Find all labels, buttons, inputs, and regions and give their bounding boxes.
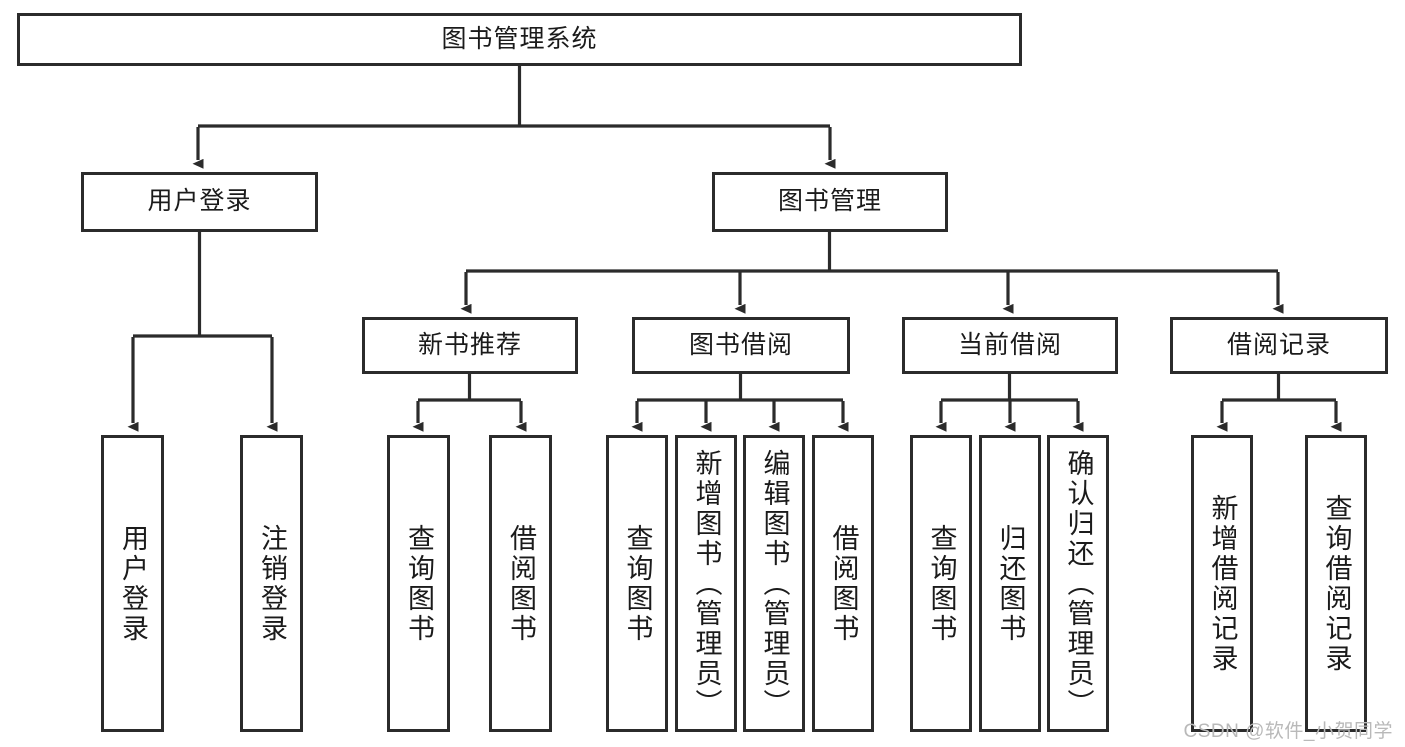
node-leaf-logout-label: 注销登录	[256, 523, 287, 644]
node-book-borrow[interactable]: 图书借阅	[632, 317, 850, 374]
node-leaf-return-book-label: 归还图书	[995, 523, 1026, 644]
watermark: CSDN @软件_小贺同学	[1183, 721, 1393, 742]
node-leaf-borrow-book-2[interactable]: 借阅图书	[812, 435, 874, 732]
node-leaf-query-book-2[interactable]: 查询图书	[606, 435, 668, 732]
node-leaf-borrow-book-2-label: 借阅图书	[828, 523, 859, 644]
node-leaf-query-book-1-label: 查询图书	[403, 523, 434, 644]
node-leaf-query-record-label: 查询借阅记录	[1321, 493, 1352, 674]
node-leaf-confirm-return[interactable]: 确认归还（管理员）	[1047, 435, 1109, 732]
node-user-login-label: 用户登录	[147, 187, 252, 216]
node-leaf-query-book-3-label: 查询图书	[926, 523, 957, 644]
node-leaf-query-book-1[interactable]: 查询图书	[387, 435, 450, 732]
node-leaf-user-login-label: 用户登录	[117, 523, 148, 644]
node-leaf-borrow-book-1[interactable]: 借阅图书	[489, 435, 552, 732]
node-new-book-recommend[interactable]: 新书推荐	[362, 317, 578, 374]
node-leaf-borrow-book-1-label: 借阅图书	[505, 523, 536, 644]
node-book-borrow-label: 图书借阅	[688, 330, 793, 359]
node-leaf-add-book[interactable]: 新增图书（管理员）	[675, 435, 737, 732]
node-leaf-edit-book[interactable]: 编辑图书（管理员）	[743, 435, 805, 732]
node-leaf-add-record-label: 新增借阅记录	[1207, 493, 1238, 674]
node-leaf-return-book[interactable]: 归还图书	[979, 435, 1041, 732]
node-leaf-logout[interactable]: 注销登录	[240, 435, 303, 732]
node-leaf-query-record[interactable]: 查询借阅记录	[1305, 435, 1367, 732]
node-borrow-record-label: 借阅记录	[1226, 330, 1331, 359]
node-book-manage-label: 图书管理	[777, 187, 882, 216]
node-book-manage[interactable]: 图书管理	[712, 172, 948, 232]
node-current-borrow-label: 当前借阅	[957, 330, 1062, 359]
node-root[interactable]: 图书管理系统	[17, 13, 1022, 66]
node-current-borrow[interactable]: 当前借阅	[902, 317, 1118, 374]
node-root-label: 图书管理系统	[441, 24, 598, 53]
node-leaf-query-book-2-label: 查询图书	[622, 523, 653, 644]
node-user-login[interactable]: 用户登录	[81, 172, 318, 232]
node-leaf-query-book-3[interactable]: 查询图书	[910, 435, 972, 732]
node-leaf-add-book-label: 新增图书（管理员）	[691, 448, 722, 719]
node-leaf-confirm-return-label: 确认归还（管理员）	[1063, 448, 1094, 719]
node-leaf-user-login[interactable]: 用户登录	[101, 435, 164, 732]
node-leaf-edit-book-label: 编辑图书（管理员）	[759, 448, 790, 719]
node-borrow-record[interactable]: 借阅记录	[1170, 317, 1388, 374]
node-new-book-recommend-label: 新书推荐	[417, 330, 522, 359]
node-leaf-add-record[interactable]: 新增借阅记录	[1191, 435, 1253, 732]
